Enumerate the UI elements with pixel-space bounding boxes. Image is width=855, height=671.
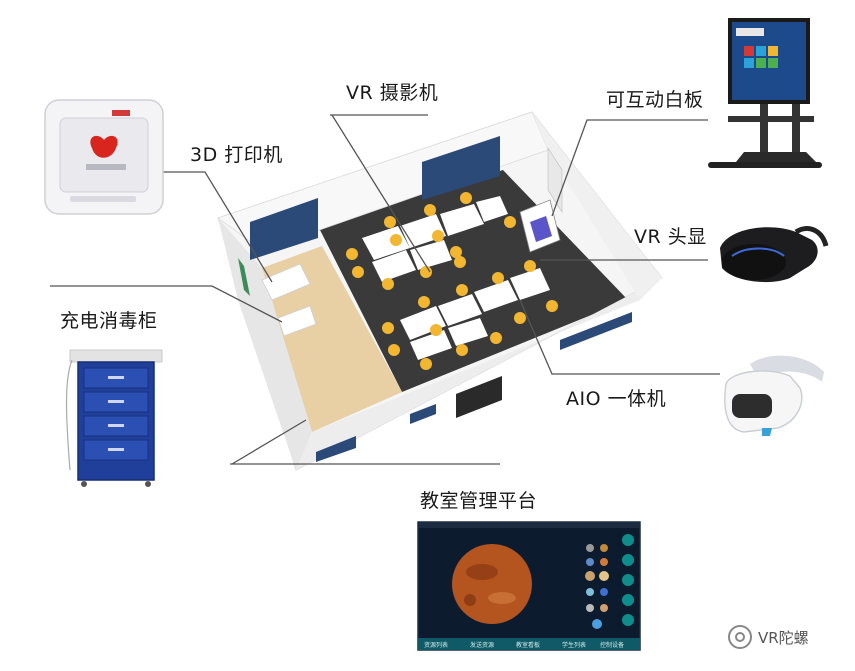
shelf-2 [277, 305, 317, 337]
aio-headset-image [724, 355, 824, 436]
vr-headset-image [720, 226, 829, 283]
whiteboard-leader [551, 119, 708, 217]
front-door [456, 376, 502, 418]
window-front-3 [560, 312, 632, 350]
classroom-model [217, 111, 663, 471]
window-front-2 [410, 404, 436, 424]
camera-leader [330, 114, 431, 273]
printer-leader [152, 171, 273, 283]
classroom-wall-front [296, 278, 662, 470]
label-3d-printer: 3D 打印机 [190, 144, 283, 166]
planet-list [585, 544, 609, 629]
platform-tab-0: 资源列表 [424, 641, 448, 649]
watermark-text: VR陀螺 [758, 628, 809, 647]
cabinet-leader [50, 285, 283, 323]
charging-cabinet-image [65, 349, 163, 487]
platform-tab-4: 控制设备 [600, 641, 624, 649]
platform-bottom-tabs: 资源列表 发送资源 教室看板 学生列表 控制设备 [424, 641, 624, 649]
platform-leader [230, 419, 500, 465]
wechat-icon [728, 625, 752, 649]
label-interactive-whiteboard: 可互动白板 [606, 89, 704, 111]
label-vr-camera: VR 摄影机 [346, 82, 439, 104]
chairs [346, 192, 558, 370]
label-management-platform: 教室管理平台 [420, 490, 538, 512]
classroom-wall-left [218, 218, 312, 470]
desk-group-front [400, 268, 550, 360]
printer-3d-image [44, 99, 164, 215]
label-charging-cabinet: 充电消毒柜 [60, 310, 158, 332]
shelf-1 [261, 263, 311, 301]
window-back-1 [250, 198, 318, 260]
window-front-1 [316, 436, 356, 462]
interactive-whiteboard-image [708, 18, 822, 168]
watermark: VR陀螺 [728, 625, 809, 649]
platform-side-buttons [622, 534, 634, 626]
management-platform-screen: 资源列表 发送资源 教室看板 学生列表 控制设备 [417, 521, 641, 651]
classroom-wall-right [532, 112, 662, 300]
platform-tab-1: 发送资源 [470, 641, 494, 649]
left-wall-board [238, 258, 250, 296]
classroom-floor-wood [262, 246, 402, 432]
classroom-whiteboard-screen [530, 216, 552, 242]
leader-lines [50, 114, 720, 465]
aio-leader [519, 299, 720, 375]
label-aio-headset: AIO 一体机 [566, 388, 667, 410]
platform-tab-2: 教室看板 [516, 641, 540, 649]
platform-tab-3: 学生列表 [562, 641, 586, 649]
window-back-2 [422, 136, 500, 200]
label-vr-headset: VR 头显 [634, 226, 707, 248]
side-door [547, 146, 563, 214]
